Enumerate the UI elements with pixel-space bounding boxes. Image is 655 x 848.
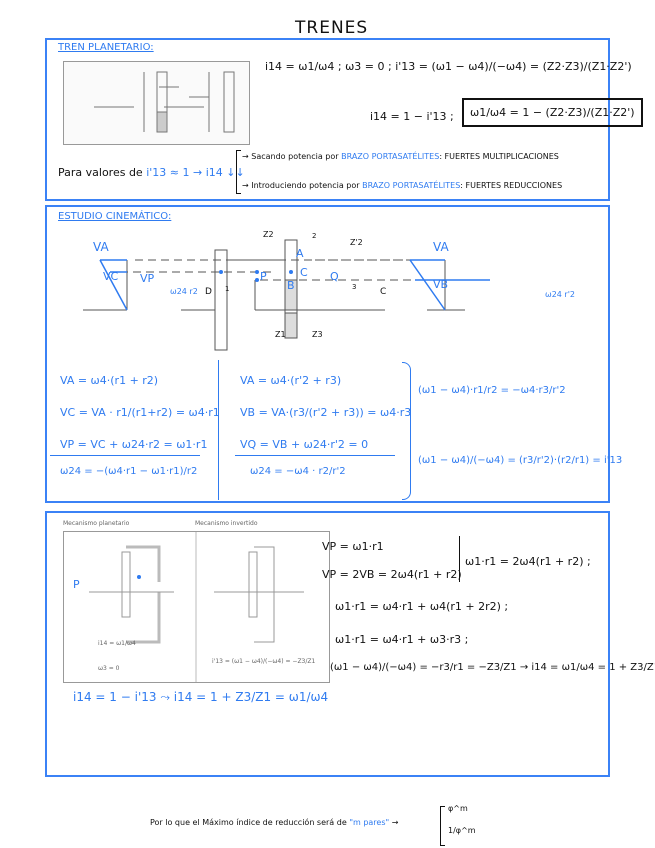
divider [50, 455, 200, 456]
para-valores-text: Para valores de i'13 ≈ 1 → i14 ↓↓ [58, 166, 245, 179]
eq-expansion: ω1·r1 = ω4·r1 + ω4(r1 + 2r2) ; [335, 600, 509, 613]
branch-introduciendo: → Introduciendo potencia por BRAZO PORTA… [242, 181, 563, 190]
label-c: C [380, 287, 387, 297]
section-estudio-cinematico [45, 205, 610, 503]
label-b: B [287, 279, 295, 292]
col3-eq2: (ω1 − ω4)/(−ω4) = (r3/r'2)·(r2/r1) = i'1… [418, 455, 623, 466]
label-c-point: C [300, 266, 308, 279]
blue-result: i14 = 1 − i'13 ⤳ i14 = 1 + Z3/Z1 = ω1/ω4 [73, 690, 329, 704]
label-d: D [205, 287, 212, 297]
eq-i14: i14 = ω1/ω4 ; ω3 = 0 ; i'13 = (ω1 − ω4)/… [265, 60, 632, 73]
brace [440, 806, 445, 846]
col1-equations: VA = ω4·(r1 + r2)VC = VA · r1/(r1+r2) = … [60, 374, 220, 451]
mechanism-sketch [89, 532, 304, 682]
fig1-eq2: ω3 = 0 [98, 665, 120, 672]
eq-i14-relation: i14 = 1 − i'13 ; [370, 110, 454, 123]
eq-vp2: VP = 2VB = 2ω4(r1 + r2) [322, 568, 462, 581]
label-z2: Z2 [263, 230, 274, 239]
divider [235, 455, 395, 456]
label-p: P [260, 270, 267, 283]
fig2-eq: i'13 = (ω1 − ω4)/(−ω4) = −Z3/Z1 [212, 658, 316, 665]
label-va-left: VA [93, 240, 109, 254]
footer-text: Por lo que el Máximo índice de reducción… [150, 818, 399, 827]
label-a: A [296, 247, 304, 260]
col1-result: ω24 = −(ω4·r1 − ω1·r1)/r2 [60, 466, 198, 477]
label-z1: Z1 [275, 330, 286, 339]
label-q: Q [330, 270, 339, 283]
label-w24r2: ω24 r2 [170, 287, 198, 296]
col3-eq1: (ω1 − ω4)·r1/r2 = −ω4·r3/r'2 [418, 385, 566, 396]
eq-w1r1: ω1·r1 = 2ω4(r1 + r2) ; [465, 555, 591, 568]
brace [236, 150, 241, 194]
brace [455, 536, 460, 582]
label-z2p: Z'2 [350, 238, 363, 247]
section2-heading: ESTUDIO CINEMÁTICO: [58, 211, 172, 222]
col2-equations: VA = ω4·(r'2 + r3)VB = VA·(r3/(r'2 + r3)… [240, 374, 412, 451]
section-mecanismos [45, 511, 610, 777]
label-va-right: VA [433, 240, 449, 254]
section1-heading: TREN PLANETARIO: [58, 42, 154, 53]
label-vp: VP [140, 272, 155, 285]
kinematic-diagram [83, 239, 490, 351]
planetary-diagram-figure [63, 61, 250, 145]
divider [218, 360, 219, 500]
mechanism-figures [63, 531, 330, 683]
fig1-eq1: i14 = ω1/ω4 [98, 640, 136, 647]
label-2: 2 [312, 232, 317, 240]
fig1-p-label: P [73, 578, 80, 591]
eq-final: (ω1 − ω4)/(−ω4) = −r3/r1 = −Z3/Z1 → i14 … [330, 662, 655, 673]
label-1: 1 [225, 285, 230, 293]
option-inv-phi-m: 1/φ^m [448, 826, 476, 835]
gear-train-sketch [94, 71, 235, 133]
label-3: 3 [352, 283, 357, 291]
col2-result: ω24 = −ω4 · r2/r'2 [250, 466, 346, 477]
fig1-caption: Mecanismo planetario [63, 520, 130, 527]
label-vb: VB [433, 278, 449, 291]
eq-vp1: VP = ω1·r1 [322, 540, 384, 553]
boxed-result: ω1/ω4 = 1 − (Z2·Z3)/(Z1·Z2') [462, 98, 643, 127]
brace [402, 362, 411, 500]
label-w24r2p: ω24 r'2 [545, 290, 575, 299]
label-vc: VC [103, 270, 119, 283]
fig2-caption: Mecanismo invertido [195, 520, 258, 527]
option-phi-m: φ^m [448, 804, 468, 813]
branch-sacando: → Sacando potencia por BRAZO PORTASATÉLI… [242, 152, 559, 161]
section-tren-planetario [45, 38, 610, 201]
label-z3: Z3 [312, 330, 323, 339]
eq-w3: ω1·r1 = ω4·r1 + ω3·r3 ; [335, 633, 469, 646]
page-title: TRENES [295, 18, 369, 38]
